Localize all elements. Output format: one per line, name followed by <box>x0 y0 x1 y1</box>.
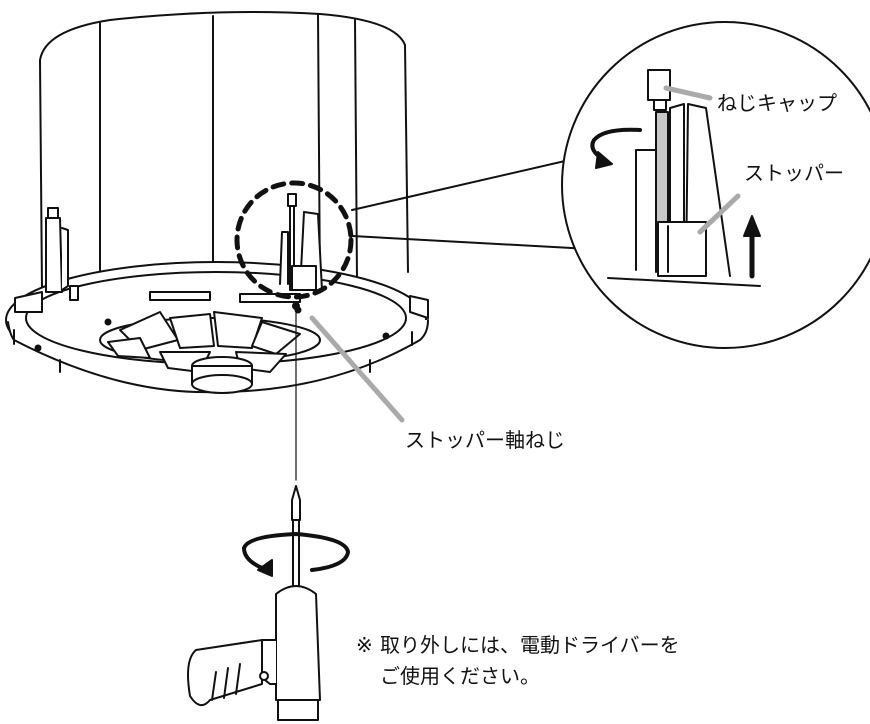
stopper-on-unit <box>279 193 323 291</box>
magnifier-rotation-arrowhead <box>595 151 613 169</box>
leader-line-axis-screw <box>309 315 405 423</box>
rotation-arrowhead <box>257 559 273 577</box>
magnifier-rotate-arrow-icon <box>590 127 642 162</box>
rotation-arrow-icon <box>242 532 350 572</box>
leader-line-screw-cap <box>663 85 713 101</box>
axis-screw-hole <box>292 302 300 310</box>
removal-note: ※ 取り外しには、電動ドライバーを ご使用ください。 <box>356 630 680 692</box>
callout-line-bottom <box>351 235 609 251</box>
fixture-body <box>39 11 409 301</box>
screw-cap-label: ねじキャップ <box>717 91 837 115</box>
note-line-1: 取り外しには、電動ドライバーを <box>380 633 680 657</box>
up-arrow-icon <box>743 215 761 279</box>
highlight-dashed-circle <box>234 180 354 300</box>
electric-screwdriver-icon <box>187 485 321 721</box>
note-mark: ※ <box>356 633 373 657</box>
leader-line-stopper <box>697 193 741 235</box>
note-line-2: ご使用ください。 <box>380 664 540 688</box>
fan-assembly <box>99 311 321 394</box>
callout-line-top <box>351 151 605 211</box>
magnified-view <box>561 21 870 349</box>
stopper-label: ストッパー <box>744 161 844 185</box>
stopper-axis-screw-label: ストッパー軸ねじ <box>405 428 565 452</box>
left-bracket <box>45 207 69 293</box>
